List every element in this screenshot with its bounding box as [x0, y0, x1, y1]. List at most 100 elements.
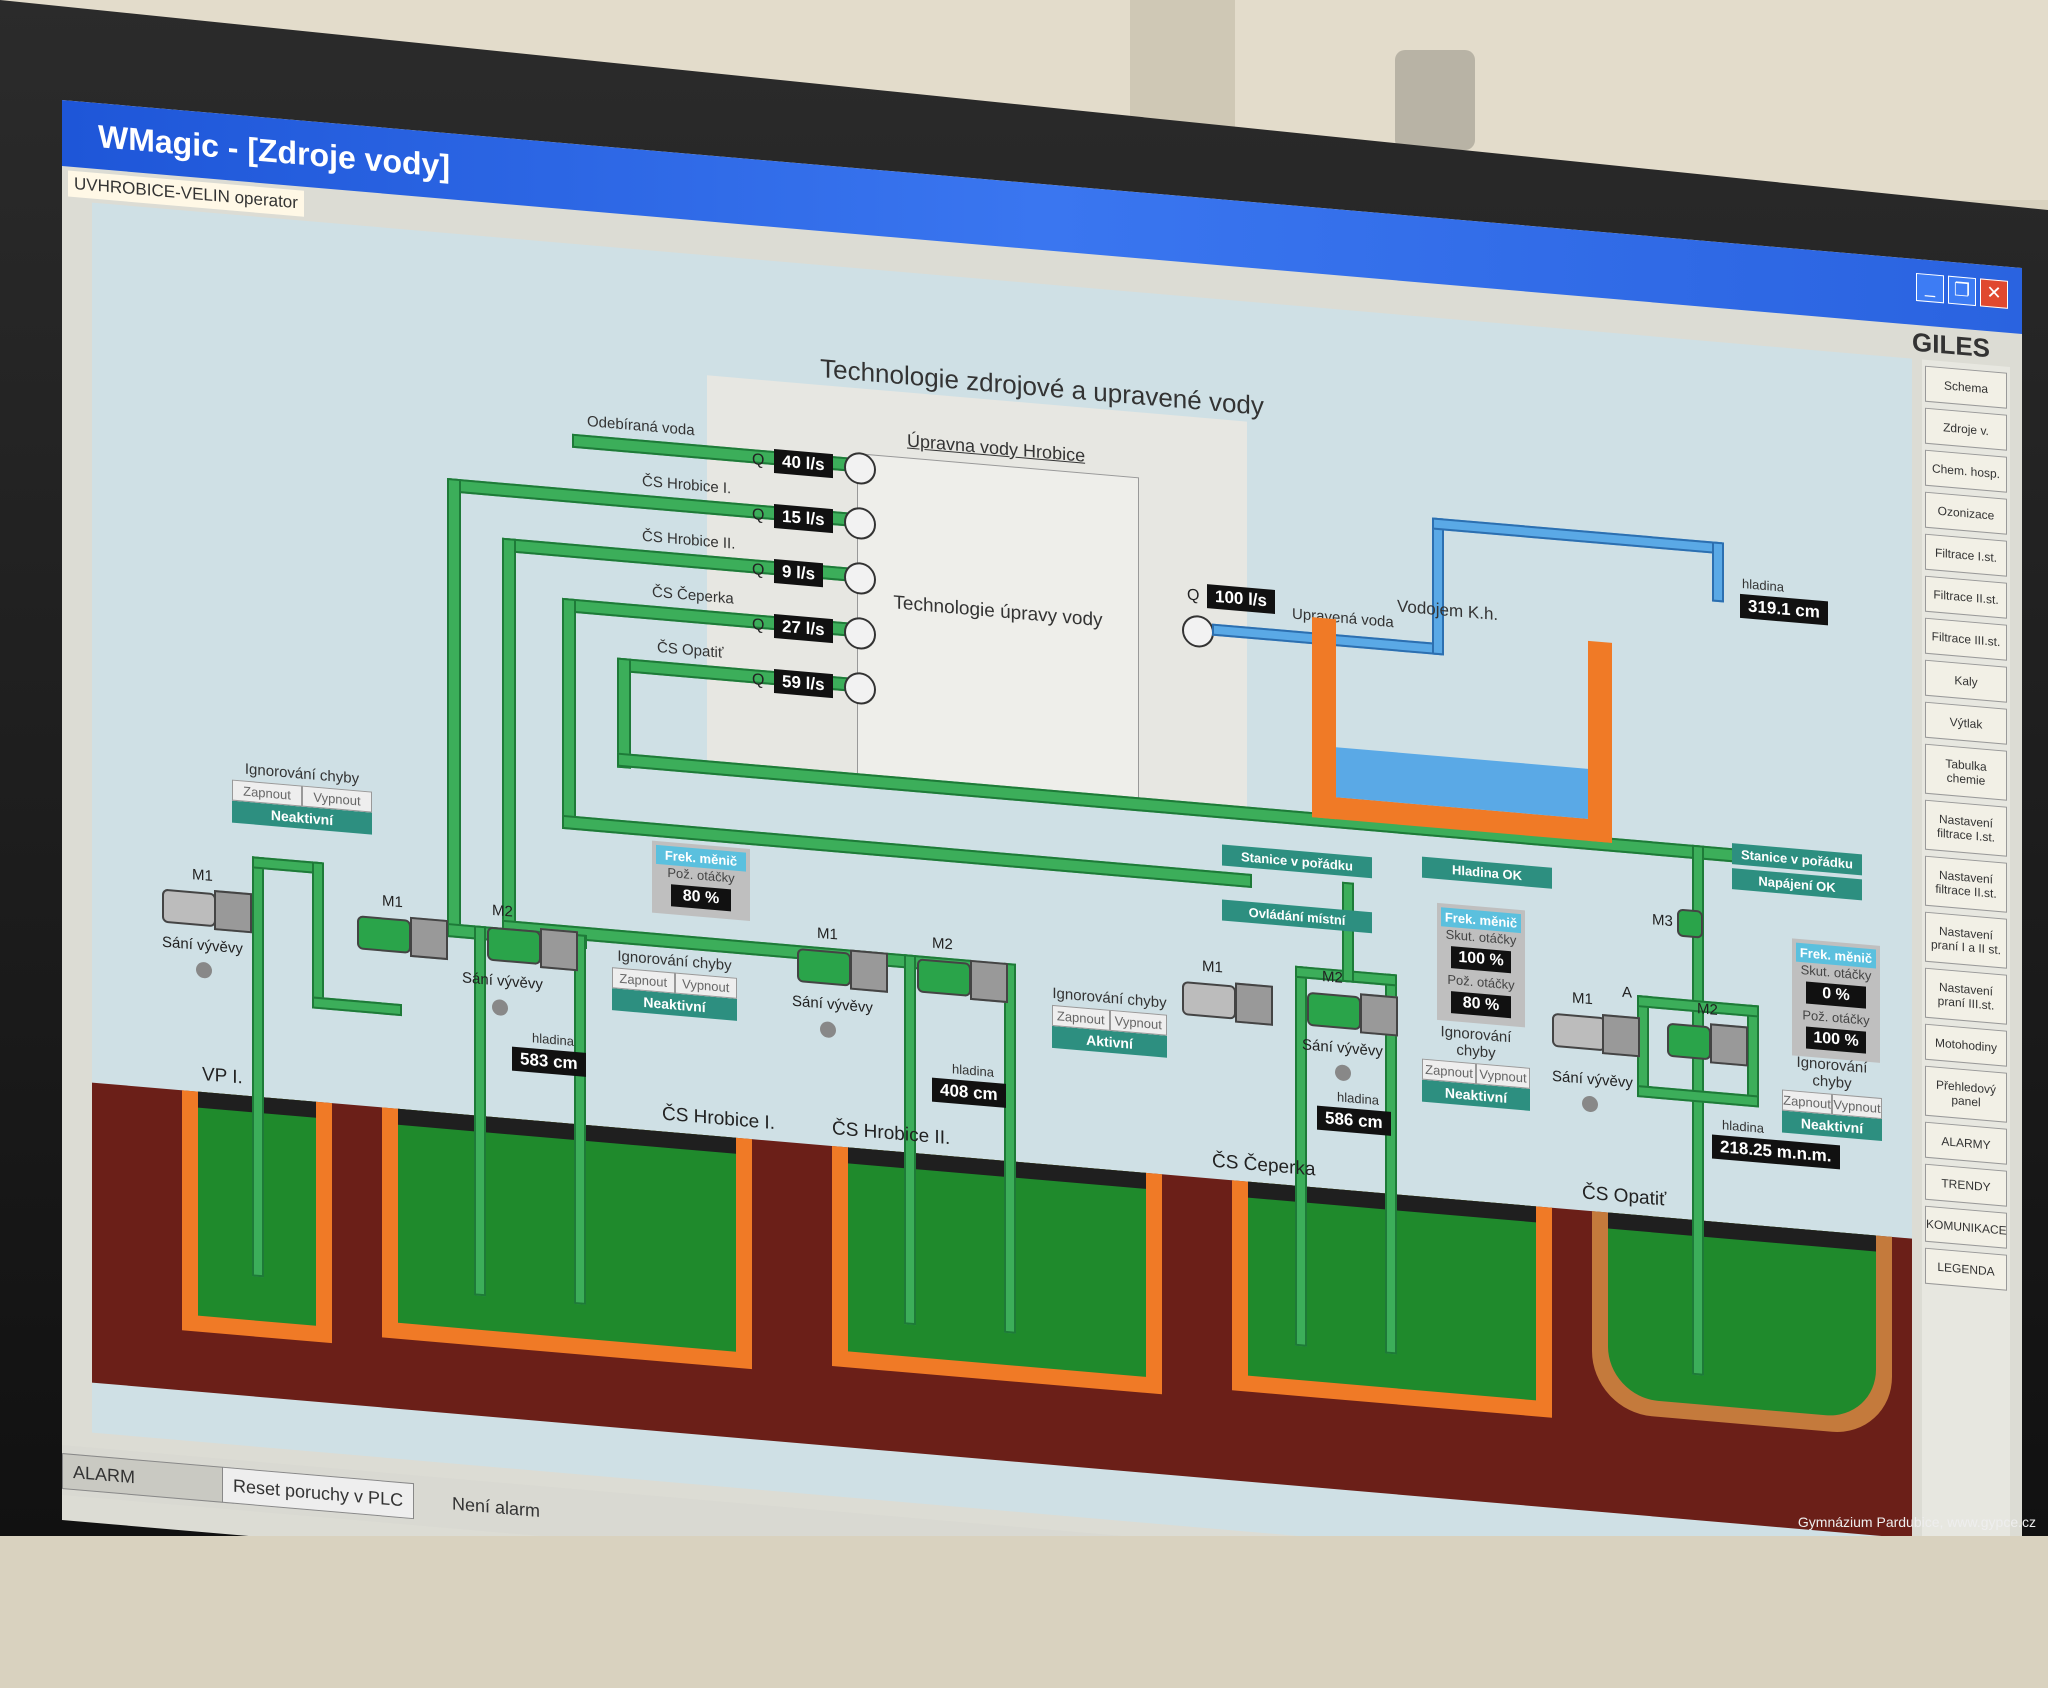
nav-prehled[interactable]: Přehledový panel — [1925, 1065, 2007, 1123]
nav-filtrace-2[interactable]: Filtrace II.st. — [1925, 575, 2007, 619]
level-label-ceperka: hladina — [1337, 1089, 1379, 1108]
level-label-hrobice1: hladina — [532, 1030, 574, 1049]
freq-row-label: Pož. otáčky — [1447, 971, 1515, 993]
ignore-off-button[interactable]: Vypnout — [1476, 1063, 1530, 1089]
ceiling-beam — [1130, 0, 1235, 140]
reset-plc-button[interactable]: Reset poruchy v PLC — [222, 1466, 415, 1520]
freq-row-label: Pož. otáčky — [1802, 1007, 1870, 1028]
opatit-m1-label: M1 — [1572, 989, 1593, 1009]
hrobice1-m1-motor-icon[interactable] — [357, 915, 411, 954]
alarm-indicator[interactable]: ALARM — [62, 1453, 234, 1504]
vp1-riser — [252, 856, 264, 1278]
nav-tabulka[interactable]: Tabulka chemie — [1925, 743, 2007, 801]
close-button[interactable]: ✕ — [1980, 278, 2008, 309]
ceperka-connector — [1342, 881, 1354, 983]
hrobice1-m1-pump-icon — [410, 916, 448, 961]
opatit-m1-motor-icon[interactable] — [1552, 1012, 1606, 1052]
monitor-bezel: WMagic - [Zdroje vody] _ ❐ ✕ UVHROBICE-V… — [0, 0, 2048, 1536]
flow-q-2: Q — [752, 561, 765, 580]
hrobice2-riser-b — [1004, 962, 1016, 1334]
nav-komunikace[interactable]: KOMUNIKACE — [1925, 1205, 2007, 1249]
reservoir-level-value: 319.1 cm — [1740, 593, 1828, 626]
nav-nast-prani-12[interactable]: Nastavení praní I a II st. — [1925, 911, 2007, 969]
nav-kaly[interactable]: Kaly — [1925, 659, 2007, 703]
hrobice1-m2-motor-icon[interactable] — [487, 926, 541, 966]
nav-motohodiny[interactable]: Motohodiny — [1925, 1023, 2007, 1067]
opatit-a-label: A — [1622, 983, 1633, 1002]
nav-filtrace-3[interactable]: Filtrace III.st. — [1925, 617, 2007, 661]
reservoir-label: Vodojem K.h. — [1397, 596, 1499, 625]
hrobice2-suction-label: Sání vývěvy — [792, 992, 873, 1017]
nav-legenda[interactable]: LEGENDA — [1925, 1247, 2007, 1291]
flow-value-1: 15 l/s — [774, 504, 833, 534]
freq-value: 80 % — [671, 884, 731, 912]
scada-canvas: Technologie zdrojové a upravené vody Úpr… — [92, 202, 1912, 1536]
reservoir — [1312, 617, 1612, 843]
opatit-m2-label: M2 — [1697, 1000, 1718, 1019]
reservoir-wall-left — [1312, 617, 1336, 820]
hrobice2-m1-pump-icon — [850, 949, 888, 993]
opatit-m2-pump-icon — [1710, 1023, 1748, 1067]
station-label-hrobice2: ČS Hrobice II. — [832, 1118, 951, 1150]
ignore-on-button[interactable]: Zapnout — [1782, 1089, 1832, 1115]
freq-value: 0 % — [1806, 981, 1866, 1009]
minimize-button[interactable]: _ — [1916, 272, 1944, 304]
ceperka-m2-pump-icon — [1360, 993, 1398, 1037]
vp1-motor-icon[interactable] — [162, 888, 216, 928]
flow-value-2: 9 l/s — [774, 559, 824, 588]
vp1-m1-label: M1 — [192, 866, 213, 885]
flow-value-0: 40 l/s — [774, 449, 833, 479]
flow-q-0: Q — [752, 451, 765, 470]
station-label-vp1: VP I. — [202, 1064, 243, 1089]
station-label-opatit: ČS Opatiť — [1582, 1182, 1667, 1211]
freq-value: 80 % — [1451, 991, 1511, 1019]
ceperka-m1-motor-icon[interactable] — [1182, 981, 1236, 1020]
nav-chem[interactable]: Chem. hosp. — [1925, 449, 2007, 493]
flow-q-3: Q — [752, 616, 765, 635]
hrobice1-riser-b — [574, 933, 586, 1305]
level-value-hrobice1: 583 cm — [512, 1046, 586, 1077]
opatit-loop-right — [1747, 1004, 1759, 1106]
treatment-technology-label: Technologie úpravy vody — [893, 592, 1103, 632]
nav-zdroje[interactable]: Zdroje v. — [1925, 407, 2007, 451]
hrobice1-status-icon — [492, 998, 508, 1017]
freq-panel-opatit: Frek. měnič Skut. otáčky 0 % Pož. otáčky… — [1792, 938, 1880, 1063]
level-value-opatit: 218.25 m.n.m. — [1712, 1134, 1840, 1170]
ceperka-m1-pump-icon — [1235, 982, 1273, 1026]
hrobice2-m2-motor-icon[interactable] — [917, 958, 971, 997]
nav-vytlak[interactable]: Výtlak — [1925, 701, 2007, 745]
nav-nast-filtr-1[interactable]: Nastavení filtrace I.st. — [1925, 799, 2007, 857]
opatit-suction-label: Sání vývěvy — [1552, 1067, 1633, 1092]
ignore-off-button[interactable]: Vypnout — [1832, 1093, 1882, 1120]
nav-filtrace-1[interactable]: Filtrace I.st. — [1925, 533, 2007, 577]
restore-button[interactable]: ❐ — [1948, 275, 1976, 307]
hrobice1-m1-label: M1 — [382, 892, 403, 912]
nav-alarmy[interactable]: ALARMY — [1925, 1121, 2007, 1165]
opatit-m3-label: M3 — [1652, 911, 1673, 931]
flow-value-4: 59 l/s — [774, 669, 833, 699]
opatit-m3-valve-icon[interactable] — [1677, 908, 1703, 939]
ceperka-m2-motor-icon[interactable] — [1307, 991, 1361, 1031]
flow-value-3: 27 l/s — [774, 614, 833, 644]
vp1-suction-label: Sání vývěvy — [162, 933, 243, 958]
opatit-m2-motor-icon[interactable] — [1667, 1022, 1711, 1061]
nav-schema[interactable]: Schema — [1925, 365, 2007, 409]
status-badge-ceperka-level: Hladina OK — [1422, 856, 1552, 889]
treatment-plant-box: Úpravna vody Hrobice Technologie úpravy … — [707, 375, 1247, 817]
alarm-status-text: Není alarm — [452, 1493, 541, 1521]
treated-q: Q — [1187, 586, 1200, 605]
freq-value: 100 % — [1451, 946, 1511, 974]
ceperka-riser-a — [1295, 965, 1307, 1347]
hrobice2-m1-motor-icon[interactable] — [797, 948, 851, 987]
treated-pipe-down — [1712, 541, 1724, 603]
treatment-technology-box[interactable]: Technologie úpravy vody — [857, 453, 1139, 800]
nav-ozonizace[interactable]: Ozonizace — [1925, 491, 2007, 535]
nav-nast-filtr-2[interactable]: Nastavení filtrace II.st. — [1925, 855, 2007, 913]
screen: WMagic - [Zdroje vody] _ ❐ ✕ UVHROBICE-V… — [62, 100, 2022, 1536]
reservoir-level-label: hladina — [1742, 576, 1784, 595]
flow-q-4: Q — [752, 671, 765, 690]
hrobice2-status-icon — [820, 1020, 836, 1039]
nav-nast-prani-3[interactable]: Nastavení praní III.st. — [1925, 967, 2007, 1025]
ceiling-lamp — [1395, 50, 1475, 150]
nav-trendy[interactable]: TRENDY — [1925, 1163, 2007, 1207]
